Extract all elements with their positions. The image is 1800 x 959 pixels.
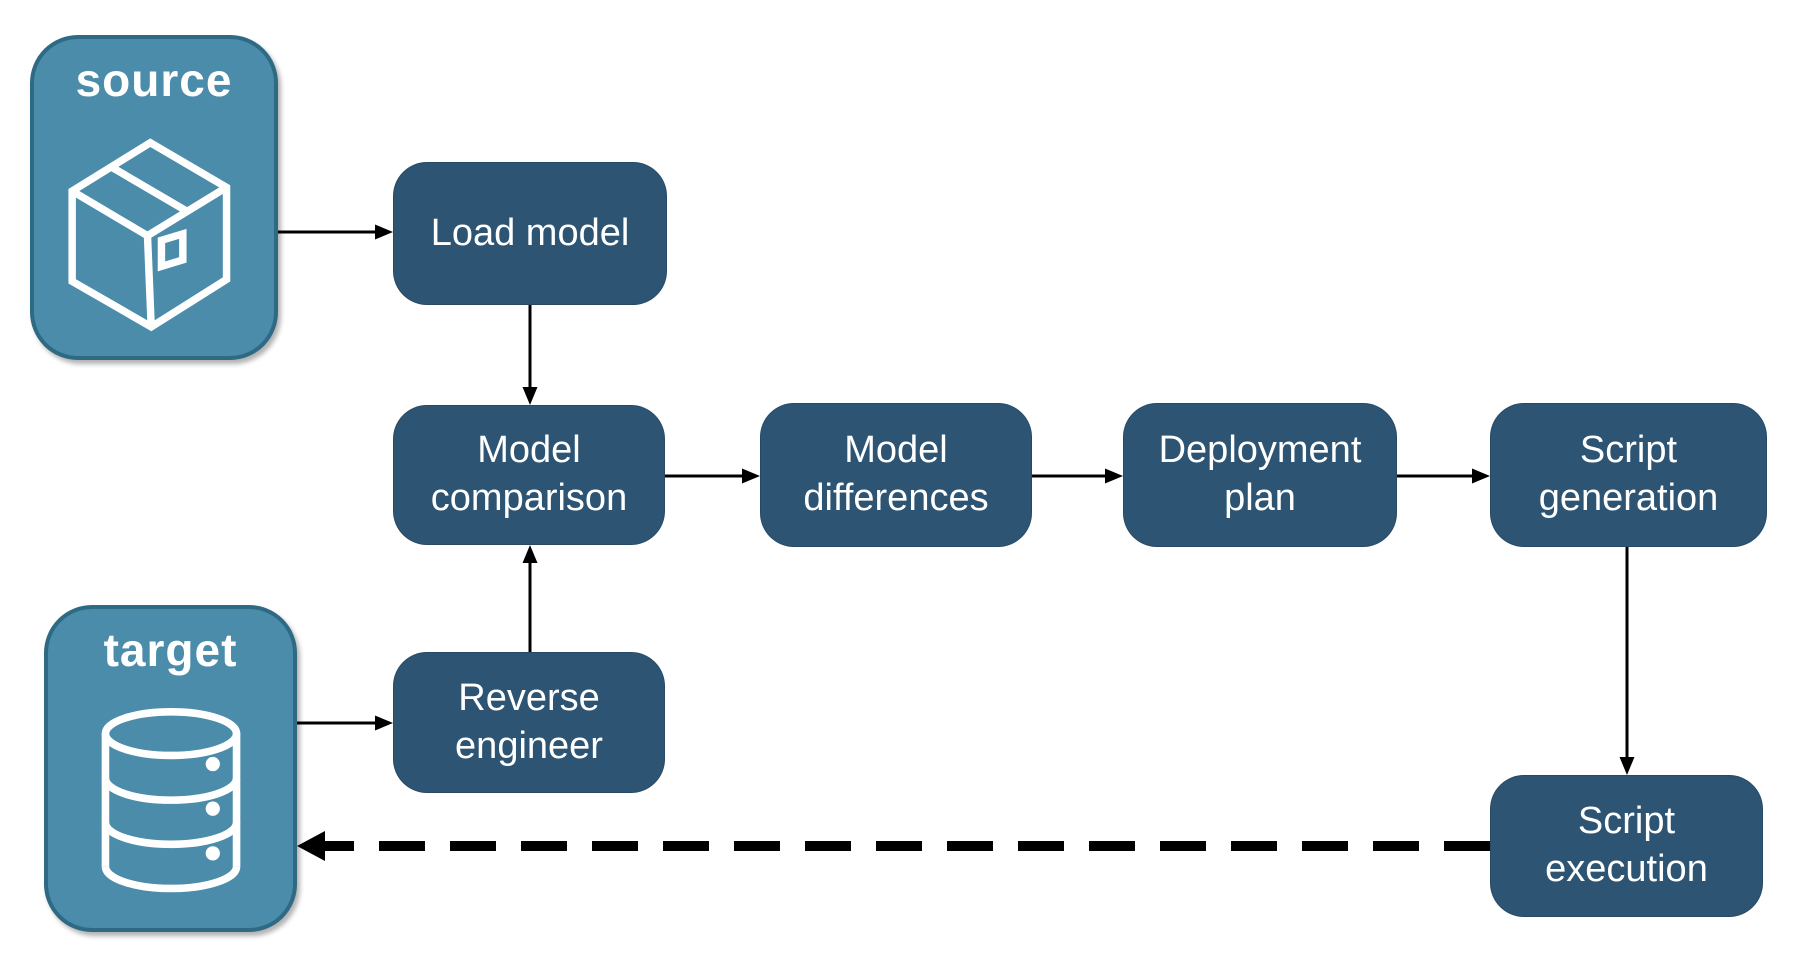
- arrow-model-differences-to-deployment-plan: [1032, 468, 1123, 484]
- arrow-script-execution-to-target-dashed: [297, 831, 1490, 861]
- node-label: Reverse engineer: [455, 676, 603, 767]
- package-icon: [61, 107, 247, 356]
- node-label: Deployment plan: [1158, 429, 1362, 519]
- arrow-target-to-reverse-engineer: [297, 715, 393, 731]
- source-label: source: [75, 54, 233, 106]
- node-source: source: [30, 35, 278, 360]
- node-label: Script execution: [1545, 800, 1708, 890]
- arrow-model-comparison-to-model-differences: [665, 468, 760, 484]
- arrow-load-model-to-model-comparison: [522, 305, 538, 405]
- node-label: Model differences: [803, 429, 989, 519]
- node-label: Script generation: [1538, 429, 1719, 519]
- arrow-script-generation-to-script-execution: [1619, 547, 1635, 775]
- target-label: target: [103, 624, 238, 676]
- node-reverse-engineer: Reverse engineer: [393, 652, 665, 793]
- node-deployment-plan: Deployment plan: [1123, 403, 1397, 547]
- node-model-comparison: Model comparison: [393, 405, 665, 545]
- arrow-reverse-engineer-to-model-comparison: [522, 545, 538, 652]
- node-model-differences: Model differences: [760, 403, 1032, 547]
- node-load-model: Load model: [393, 162, 667, 305]
- node-script-generation: Script generation: [1490, 403, 1767, 547]
- node-script-execution: Script execution: [1490, 775, 1763, 917]
- arrow-deployment-plan-to-script-generation: [1397, 468, 1490, 484]
- database-icon: [95, 677, 247, 928]
- node-label: Load model: [430, 211, 630, 254]
- node-label: Model comparison: [430, 429, 628, 519]
- arrow-source-to-load-model: [278, 224, 393, 240]
- node-target: target: [44, 605, 297, 932]
